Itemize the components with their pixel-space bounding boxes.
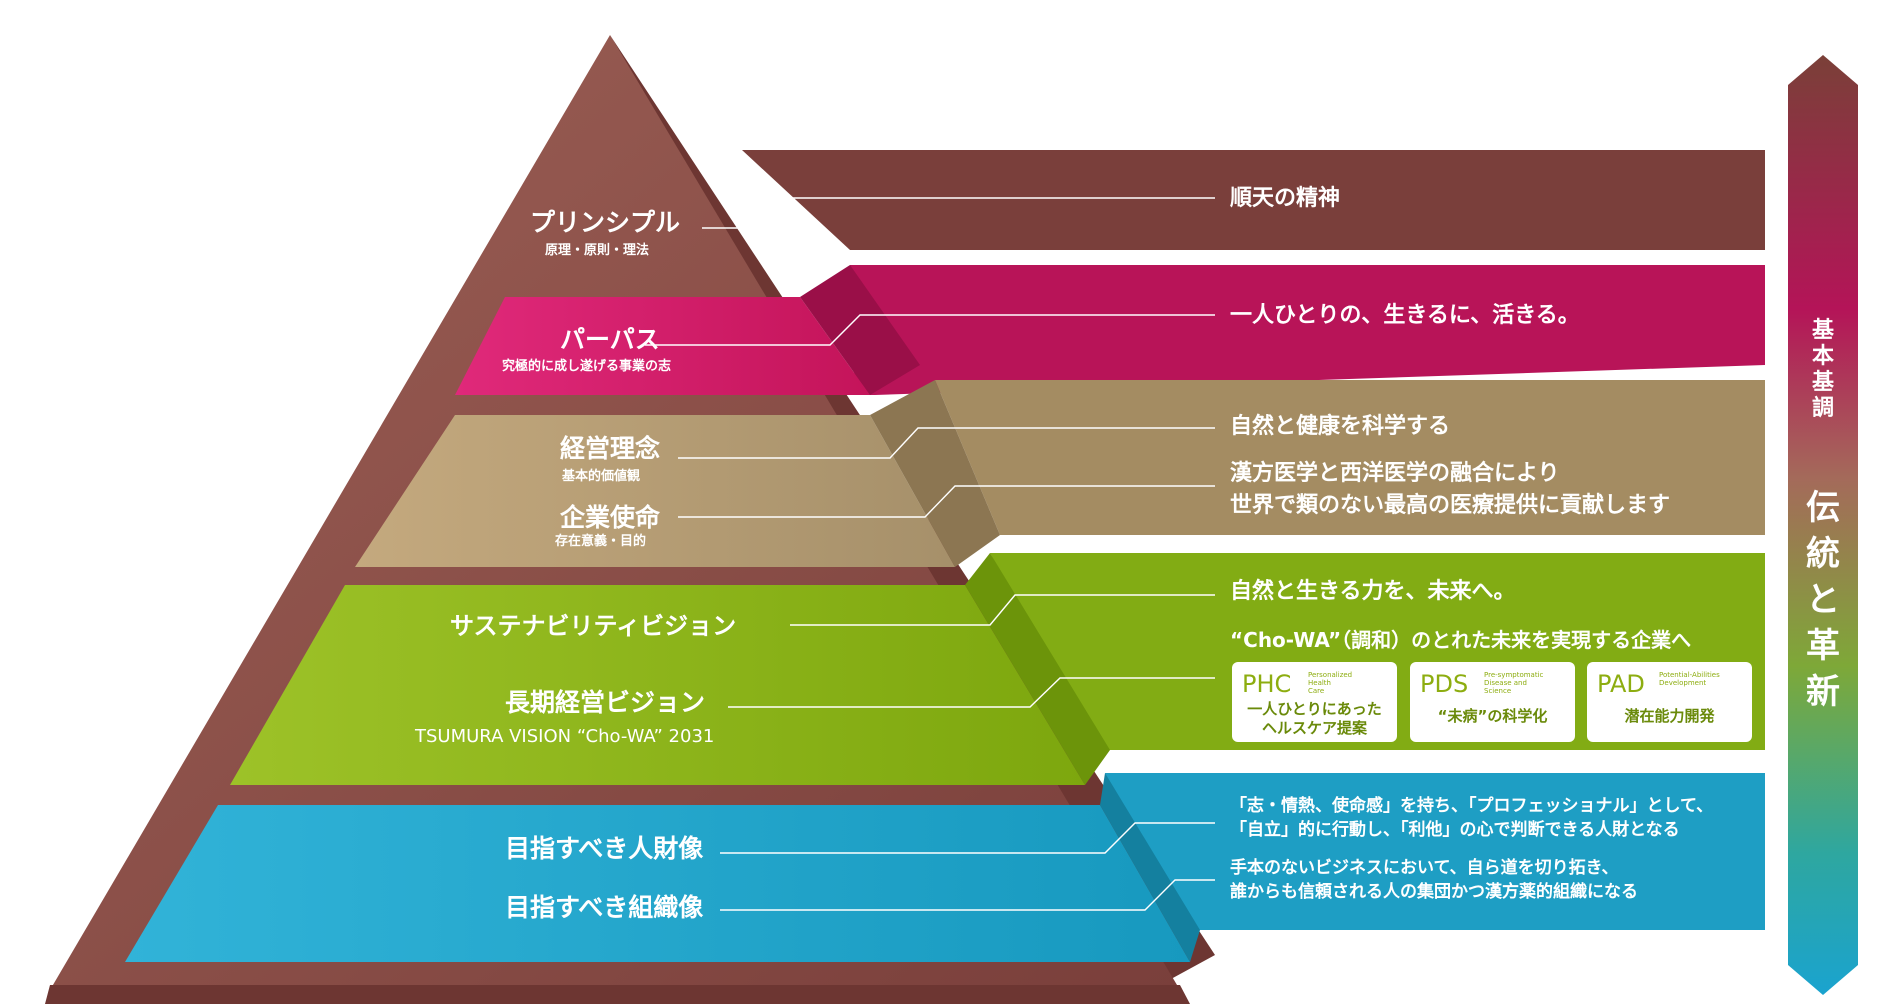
tier-principle-statement: 順天の精神 xyxy=(1230,186,1341,211)
tier-people-statement-2a: 手本のないビジネスにおいて、自ら道を切り拓き、 xyxy=(1230,858,1619,878)
tier-purpose-ribbon xyxy=(850,265,1765,395)
tier-purpose-fold xyxy=(800,265,920,395)
tier-philosophy-fold xyxy=(870,380,1000,567)
card-tag: Potential-Abilities Development xyxy=(1659,671,1720,687)
tier-purpose-band xyxy=(455,297,870,395)
tier-philosophy-subtitle-1: 基本的価値観 xyxy=(562,469,641,484)
tier-people-statement-2b: 誰からも信頼される人の集団かつ漢方薬的組織になる xyxy=(1230,882,1638,902)
card-desc-1: 潜在能力開発 xyxy=(1624,707,1715,725)
connector-lines xyxy=(645,197,1215,911)
tier-people-title-2: 目指すべき組織像 xyxy=(505,893,704,922)
tier-people-fold xyxy=(1100,773,1200,962)
vision-card-phc: PHC Personalized Health Care 一人ひとりにあった ヘ… xyxy=(1232,662,1397,742)
card-code: PHC xyxy=(1242,670,1292,698)
tier-purpose-subtitle: 究極的に成し遂げる事業の志 xyxy=(502,359,672,374)
card-desc-2: ヘルスケア提案 xyxy=(1261,719,1367,737)
tier-philosophy-ribbon xyxy=(935,380,1765,535)
side-bar-large-text: 伝 統 と 革 新 xyxy=(1806,488,1840,712)
tier-philosophy-statement-2b: 世界で類のない最高の医療提供に貢献します xyxy=(1230,493,1671,518)
tier-people-band xyxy=(125,805,1190,962)
vision-card-pad: PAD Potential-Abilities Development 潜在能力… xyxy=(1587,662,1752,742)
tier-vision-band xyxy=(230,585,1085,785)
tier-philosophy-title-2: 企業使命 xyxy=(560,503,661,532)
tier-vision-statement-1: 自然と生きる力を、未来へ。 xyxy=(1230,579,1516,604)
tier-principle-subtitle: 原理・原則・理法 xyxy=(545,243,650,258)
card-code: PAD xyxy=(1597,670,1645,698)
pyramid-base xyxy=(45,985,1190,1004)
side-bar-small-text: 基 本 基 調 xyxy=(1811,318,1834,421)
tier-people-ribbon xyxy=(1105,773,1765,930)
card-code: PDS xyxy=(1420,670,1469,698)
tier-people-statement-1b: 「自立」的に行動し、「利他」の心で判断できる人財となる xyxy=(1230,820,1680,840)
card-tag: Pre-symptomatic Disease and Science xyxy=(1484,671,1544,695)
tier-vision-statement-2: “Cho-WA”（調和）のとれた未来を実現する企業へ xyxy=(1230,628,1692,652)
tier-purpose-title: パーパス xyxy=(560,325,660,354)
vision-card-pds: PDS Pre-symptomatic Disease and Science … xyxy=(1410,662,1575,742)
card-desc-1: “未病”の科学化 xyxy=(1437,707,1548,725)
tier-philosophy-statement-1: 自然と健康を科学する xyxy=(1230,414,1451,439)
side-bar-arrow xyxy=(1788,55,1858,995)
tier-purpose-statement: 一人ひとりの、生きるに、活きる。 xyxy=(1230,303,1580,328)
tier-vision-subtitle-2: TSUMURA VISION “Cho-WA” 2031 xyxy=(415,726,715,747)
card-tag: Personalized Health Care xyxy=(1308,671,1353,695)
tier-principle-ribbon xyxy=(742,150,1765,250)
tier-principle-title: プリンシプル xyxy=(530,208,681,237)
tier-philosophy-title-1: 経営理念 xyxy=(560,434,661,463)
card-desc-1: 一人ひとりにあった xyxy=(1247,700,1382,718)
tier-philosophy-statement-2a: 漢方医学と西洋医学の融合により xyxy=(1230,461,1560,486)
tier-people-statement-1a: 「志・情熱、使命感」を持ち、「プロフェッショナル」として、 xyxy=(1230,796,1714,816)
tier-vision-title-1: サステナビリティビジョン xyxy=(450,612,737,640)
tier-philosophy-band xyxy=(355,415,955,567)
tier-people-title-1: 目指すべき人財像 xyxy=(505,834,704,863)
tier-philosophy-subtitle-2: 存在意義・目的 xyxy=(555,534,647,549)
tier-vision-title-2: 長期経営ビジョン xyxy=(505,688,706,717)
